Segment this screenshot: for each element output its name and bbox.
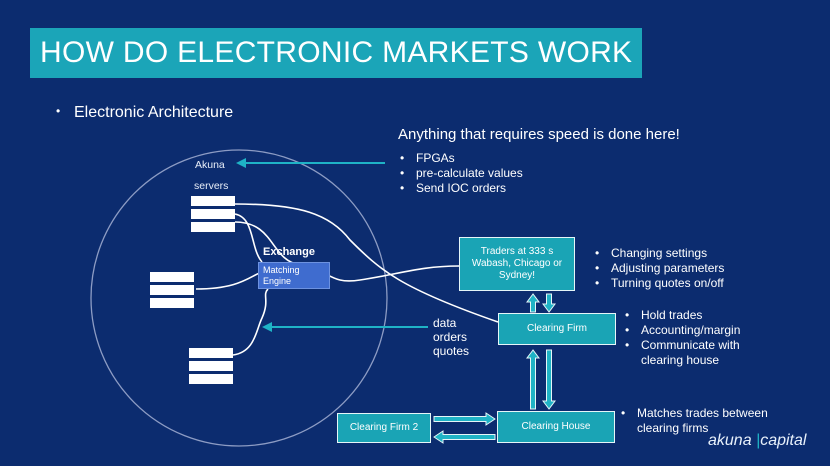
traders-bullet: Changing settings xyxy=(591,246,724,261)
clearing-firm-bullet-list: Hold trades Accounting/margin Communicat… xyxy=(621,308,761,368)
server-rect xyxy=(150,285,194,295)
server-rect xyxy=(191,222,235,232)
speed-bullet-list: FPGAs pre-calculate values Send IOC orde… xyxy=(396,151,523,196)
speed-arrowhead xyxy=(236,158,246,168)
clearing-house-bullet: Matches trades between clearing firms xyxy=(617,406,802,436)
traders-box: Traders at 333 s Wabash, Chicago or Sydn… xyxy=(459,237,575,291)
traders-bullet: Turning quotes on/off xyxy=(591,276,724,291)
server-rect xyxy=(189,361,233,371)
speed-heading: Anything that requires speed is done her… xyxy=(398,126,680,143)
server-to-clearing-line xyxy=(234,203,499,323)
server-rect xyxy=(191,209,235,219)
data-flow-label: quotes xyxy=(433,344,470,358)
speed-bullet: Send IOC orders xyxy=(396,181,523,196)
traders-bullet: Adjusting parameters xyxy=(591,261,724,276)
up-arrow-traders xyxy=(526,293,540,313)
data-flow-label: orders xyxy=(433,330,468,344)
clearing-firm-bullet: Accounting/margin xyxy=(621,323,761,338)
akuna-capital-logo: akuna |capital xyxy=(708,432,806,450)
servers-label: servers xyxy=(194,180,229,192)
up-arrow-clearing xyxy=(526,349,540,410)
clearing-firm-box: Clearing Firm xyxy=(498,313,616,345)
left-arrow-cf2 xyxy=(433,430,496,444)
logo-divider: | xyxy=(751,432,761,449)
server-top-line xyxy=(234,213,263,263)
down-arrow-traders xyxy=(542,293,556,313)
data-flow-labels: data orders quotes xyxy=(433,316,469,358)
right-arrow-cf2 xyxy=(433,412,496,426)
server-rect xyxy=(150,272,194,282)
matching-engine-line: Matching xyxy=(263,265,300,275)
title-bar: HOW DO ELECTRONIC MARKETS WORK xyxy=(30,28,642,78)
server-rect xyxy=(191,196,235,206)
clearing-house-bullet-list: Matches trades between clearing firms xyxy=(617,406,797,436)
main-bullet-text: Electronic Architecture xyxy=(74,104,234,121)
data-flow-label: data xyxy=(433,316,457,330)
server-rect xyxy=(189,374,233,384)
traders-bullet-list: Changing settings Adjusting parameters T… xyxy=(591,246,724,291)
clearing-house-box: Clearing House xyxy=(497,411,615,443)
matching-engine-box: Matching Engine xyxy=(258,262,330,289)
matching-engine-line: Engine xyxy=(263,276,292,286)
main-bullet: • Electronic Architecture xyxy=(56,104,233,122)
down-arrow-clearing xyxy=(542,349,556,410)
logo-part: akuna xyxy=(708,432,752,449)
server-to-traders-line xyxy=(234,221,460,282)
speed-bullet: pre-calculate values xyxy=(396,166,523,181)
bullet-dot: • xyxy=(56,104,61,118)
clearing-firm-bullet: Communicate with clearing house xyxy=(621,338,766,368)
exchange-label: Exchange xyxy=(263,246,315,258)
akuna-boundary-circle xyxy=(90,149,388,447)
server-bottom-line xyxy=(232,288,269,356)
server-mid-line xyxy=(195,271,263,290)
data-arrowhead xyxy=(262,322,272,332)
logo-part: capital xyxy=(760,432,807,449)
speed-bullet: FPGAs xyxy=(396,151,523,166)
clearing-firm-bullet: Hold trades xyxy=(621,308,761,323)
akuna-label: Akuna xyxy=(195,159,225,171)
traders-box-text: Traders at 333 s Wabash, Chicago or Sydn… xyxy=(471,246,563,281)
server-rect xyxy=(150,298,194,308)
server-rect xyxy=(189,348,233,358)
slide-title: HOW DO ELECTRONIC MARKETS WORK xyxy=(40,36,633,69)
clearing-firm-2-box: Clearing Firm 2 xyxy=(337,413,431,443)
